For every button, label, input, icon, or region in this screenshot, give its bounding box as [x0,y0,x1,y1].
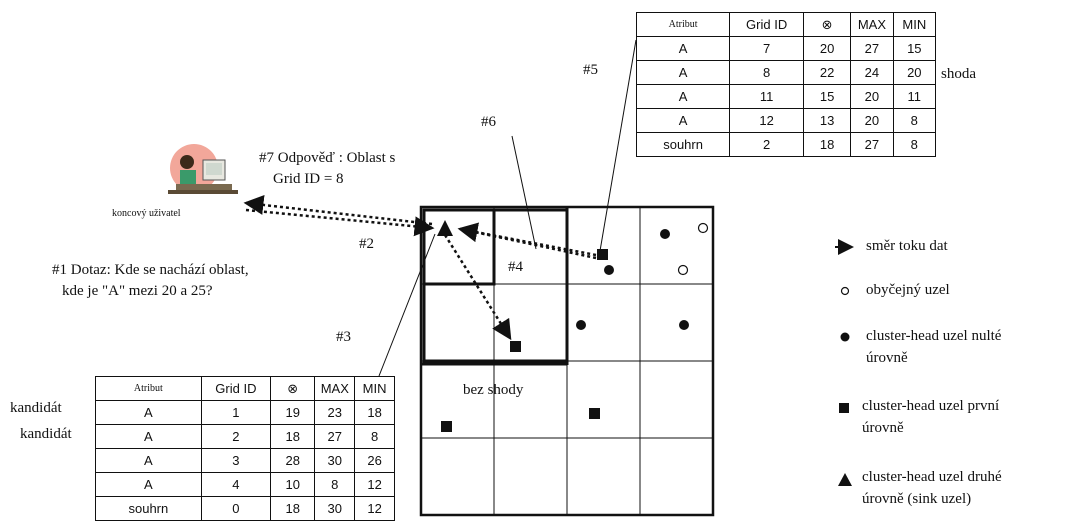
step-4-label: #4 [508,259,523,275]
step-3-label: #3 [336,329,351,345]
legend-ch1-label-1: cluster-head uzel první [862,398,1000,414]
cluster-head-1-square [589,408,600,419]
candidate-label-2: kandidát [20,426,72,442]
ordinary-nodes [677,222,709,276]
flow-arrows [243,195,597,341]
cluster-head-0-dot [604,265,614,275]
query-line-1: #1 Dotaz: Kde se nachází oblast, [52,262,249,278]
legend-ch0-label-1: cluster-head uzel nulté [866,328,1002,344]
legend-symbols [835,239,854,486]
query-line-2: kde je "A" mezi 20 a 25? [62,283,213,299]
user-computer-icon [168,144,238,194]
legend-ordinary-label: obyčejný uzel [866,282,950,298]
legend-ch2-label-1: cluster-head uzel druhé [862,469,1002,485]
sink-node-triangle [437,220,453,236]
cluster-head-0-dot [660,229,670,239]
cluster-head-1-square [441,421,452,432]
legend-ch0-label-2: úrovně [866,350,908,366]
end-user-label: koncový uživatel [112,208,181,219]
legend-ch2-label-2: úrovně (sink uzel) [862,491,972,507]
step-2-label: #2 [359,236,374,252]
cluster-head-1-square [597,249,608,260]
match-label: shoda [941,66,976,82]
no-match-label: bez shody [463,382,524,398]
candidate-label-1: kandidát [10,400,62,416]
step-6-label: #6 [481,114,496,130]
table-header-row: Atribut Grid ID ⊗ MAX MIN [95,376,395,401]
step-5-label: #5 [583,62,598,78]
grid [419,205,715,517]
answer-line-2: Grid ID = 8 [273,171,344,187]
cluster-head-1-square [510,341,521,352]
legend-ch1-label-2: úrovně [862,420,904,436]
leader-lines [378,39,637,377]
table-header-row: Atribut Grid ID ⊗ MAX MIN [635,12,937,37]
answer-line-1: #7 Odpověď : Oblast s [259,150,396,166]
nodes [437,220,689,432]
sensor-icon-header: ⊗ [803,12,852,37]
cluster-head-0-dot [679,320,689,330]
legend-flow-label: směr toku dat [866,238,948,254]
sensor-icon-header: ⊗ [270,376,316,401]
cluster-head-0-dot [576,320,586,330]
